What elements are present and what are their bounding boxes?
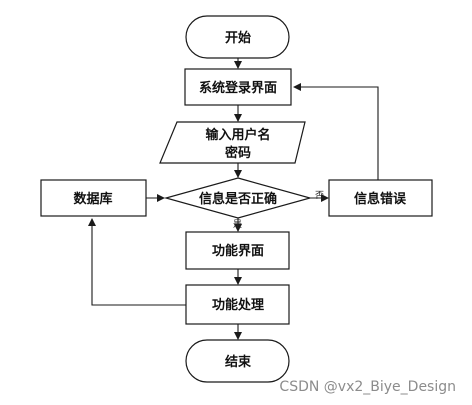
flow-edges — [88, 58, 379, 340]
database-node: 数据库 — [40, 179, 147, 217]
start-terminator-shape — [185, 15, 290, 59]
error-box — [328, 179, 433, 217]
decision-node: 信息是否正确 — [163, 177, 313, 219]
input-label-line2: 密码 — [224, 145, 251, 161]
decision-diamond-shape — [163, 177, 313, 219]
database-label: 数据库 — [73, 191, 112, 207]
function-screen-label: 功能界面 — [212, 243, 264, 259]
no-branch-label: 否 — [315, 190, 324, 201]
input-label-line1: 输入用户名 — [205, 127, 270, 143]
decision-label: 信息是否正确 — [199, 191, 277, 207]
function-process-node: 功能处理 — [185, 284, 290, 325]
start-node: 开始 — [185, 15, 290, 59]
input-parallelogram-shape — [159, 121, 306, 164]
start-label: 开始 — [225, 30, 251, 46]
watermark-text: CSDN @vx2_Biye_Design — [279, 379, 456, 395]
function-process-box — [185, 284, 290, 325]
end-terminator-shape — [185, 339, 290, 383]
edge-error-back-to-login — [293, 83, 379, 180]
yes-branch-label: 是 — [233, 219, 242, 230]
error-label: 信息错误 — [354, 191, 407, 207]
database-box — [40, 179, 147, 217]
input-node: 输入用户名 密码 — [159, 121, 306, 164]
error-node: 信息错误 — [328, 179, 433, 217]
login-screen-node: 系统登录界面 — [184, 68, 292, 106]
login-screen-box — [184, 68, 292, 106]
login-screen-label: 系统登录界面 — [199, 80, 277, 96]
function-process-label: 功能处理 — [212, 297, 264, 313]
edge-process-to-database — [88, 218, 186, 306]
end-label: 结束 — [225, 354, 252, 370]
end-node: 结束 — [185, 339, 290, 383]
function-screen-box — [185, 231, 290, 270]
function-screen-node: 功能界面 — [185, 231, 290, 270]
